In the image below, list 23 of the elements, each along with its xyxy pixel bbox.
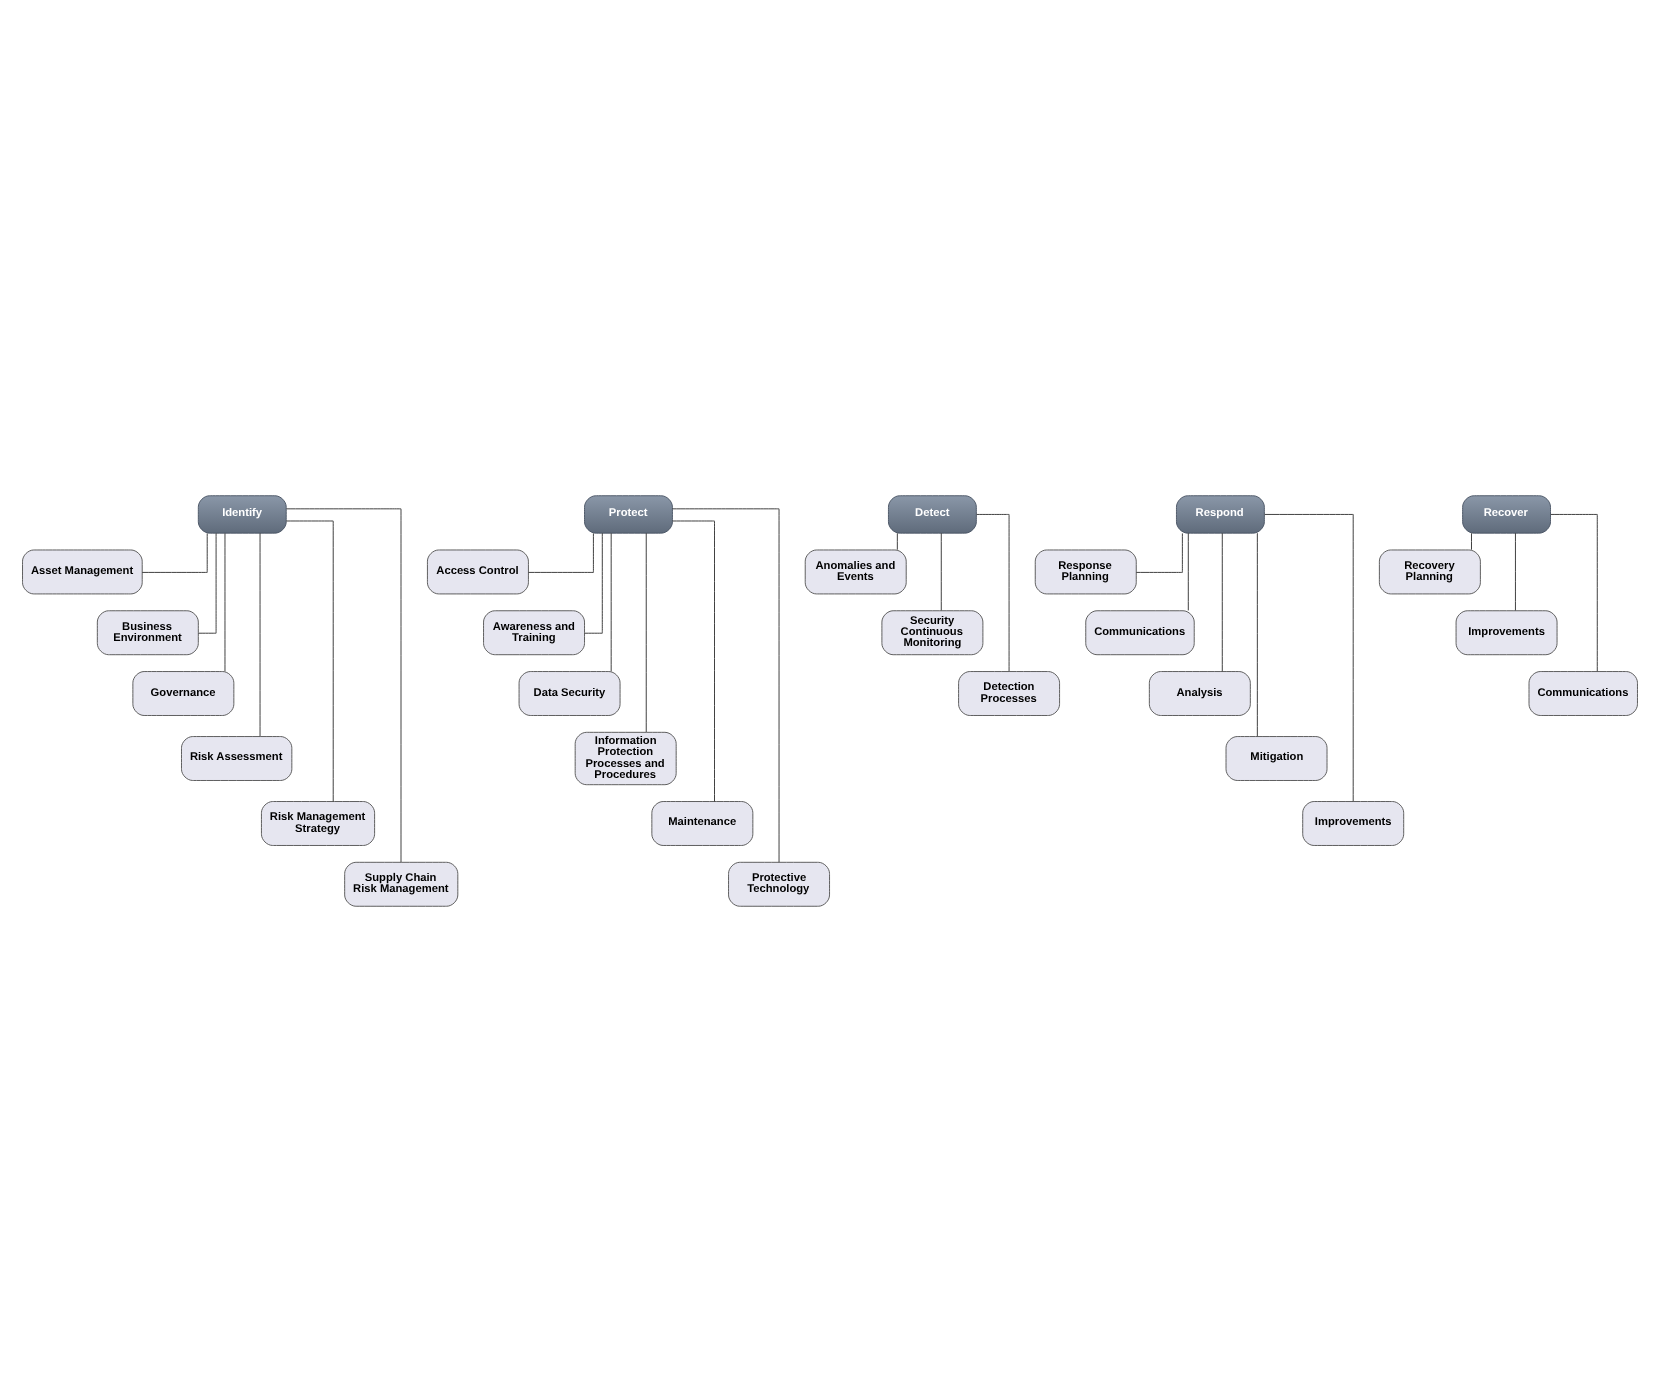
connector (224, 531, 226, 671)
connector (645, 531, 647, 732)
connector (610, 531, 612, 671)
connector (672, 519, 715, 801)
connector (671, 507, 780, 862)
connector (976, 512, 1010, 671)
connector (940, 531, 942, 610)
connector (1515, 531, 1516, 610)
connector (1471, 531, 1472, 550)
connector (1187, 531, 1189, 610)
connector (259, 531, 261, 736)
connector (285, 519, 334, 801)
connector (1221, 531, 1223, 671)
connector (1256, 531, 1258, 736)
connector (286, 507, 402, 862)
connector (584, 531, 603, 633)
connector (198, 531, 217, 633)
connector (1550, 512, 1598, 671)
connector (896, 531, 898, 550)
connector (1264, 512, 1354, 801)
connector (141, 531, 208, 572)
connector (1135, 531, 1183, 572)
connector (528, 531, 594, 572)
